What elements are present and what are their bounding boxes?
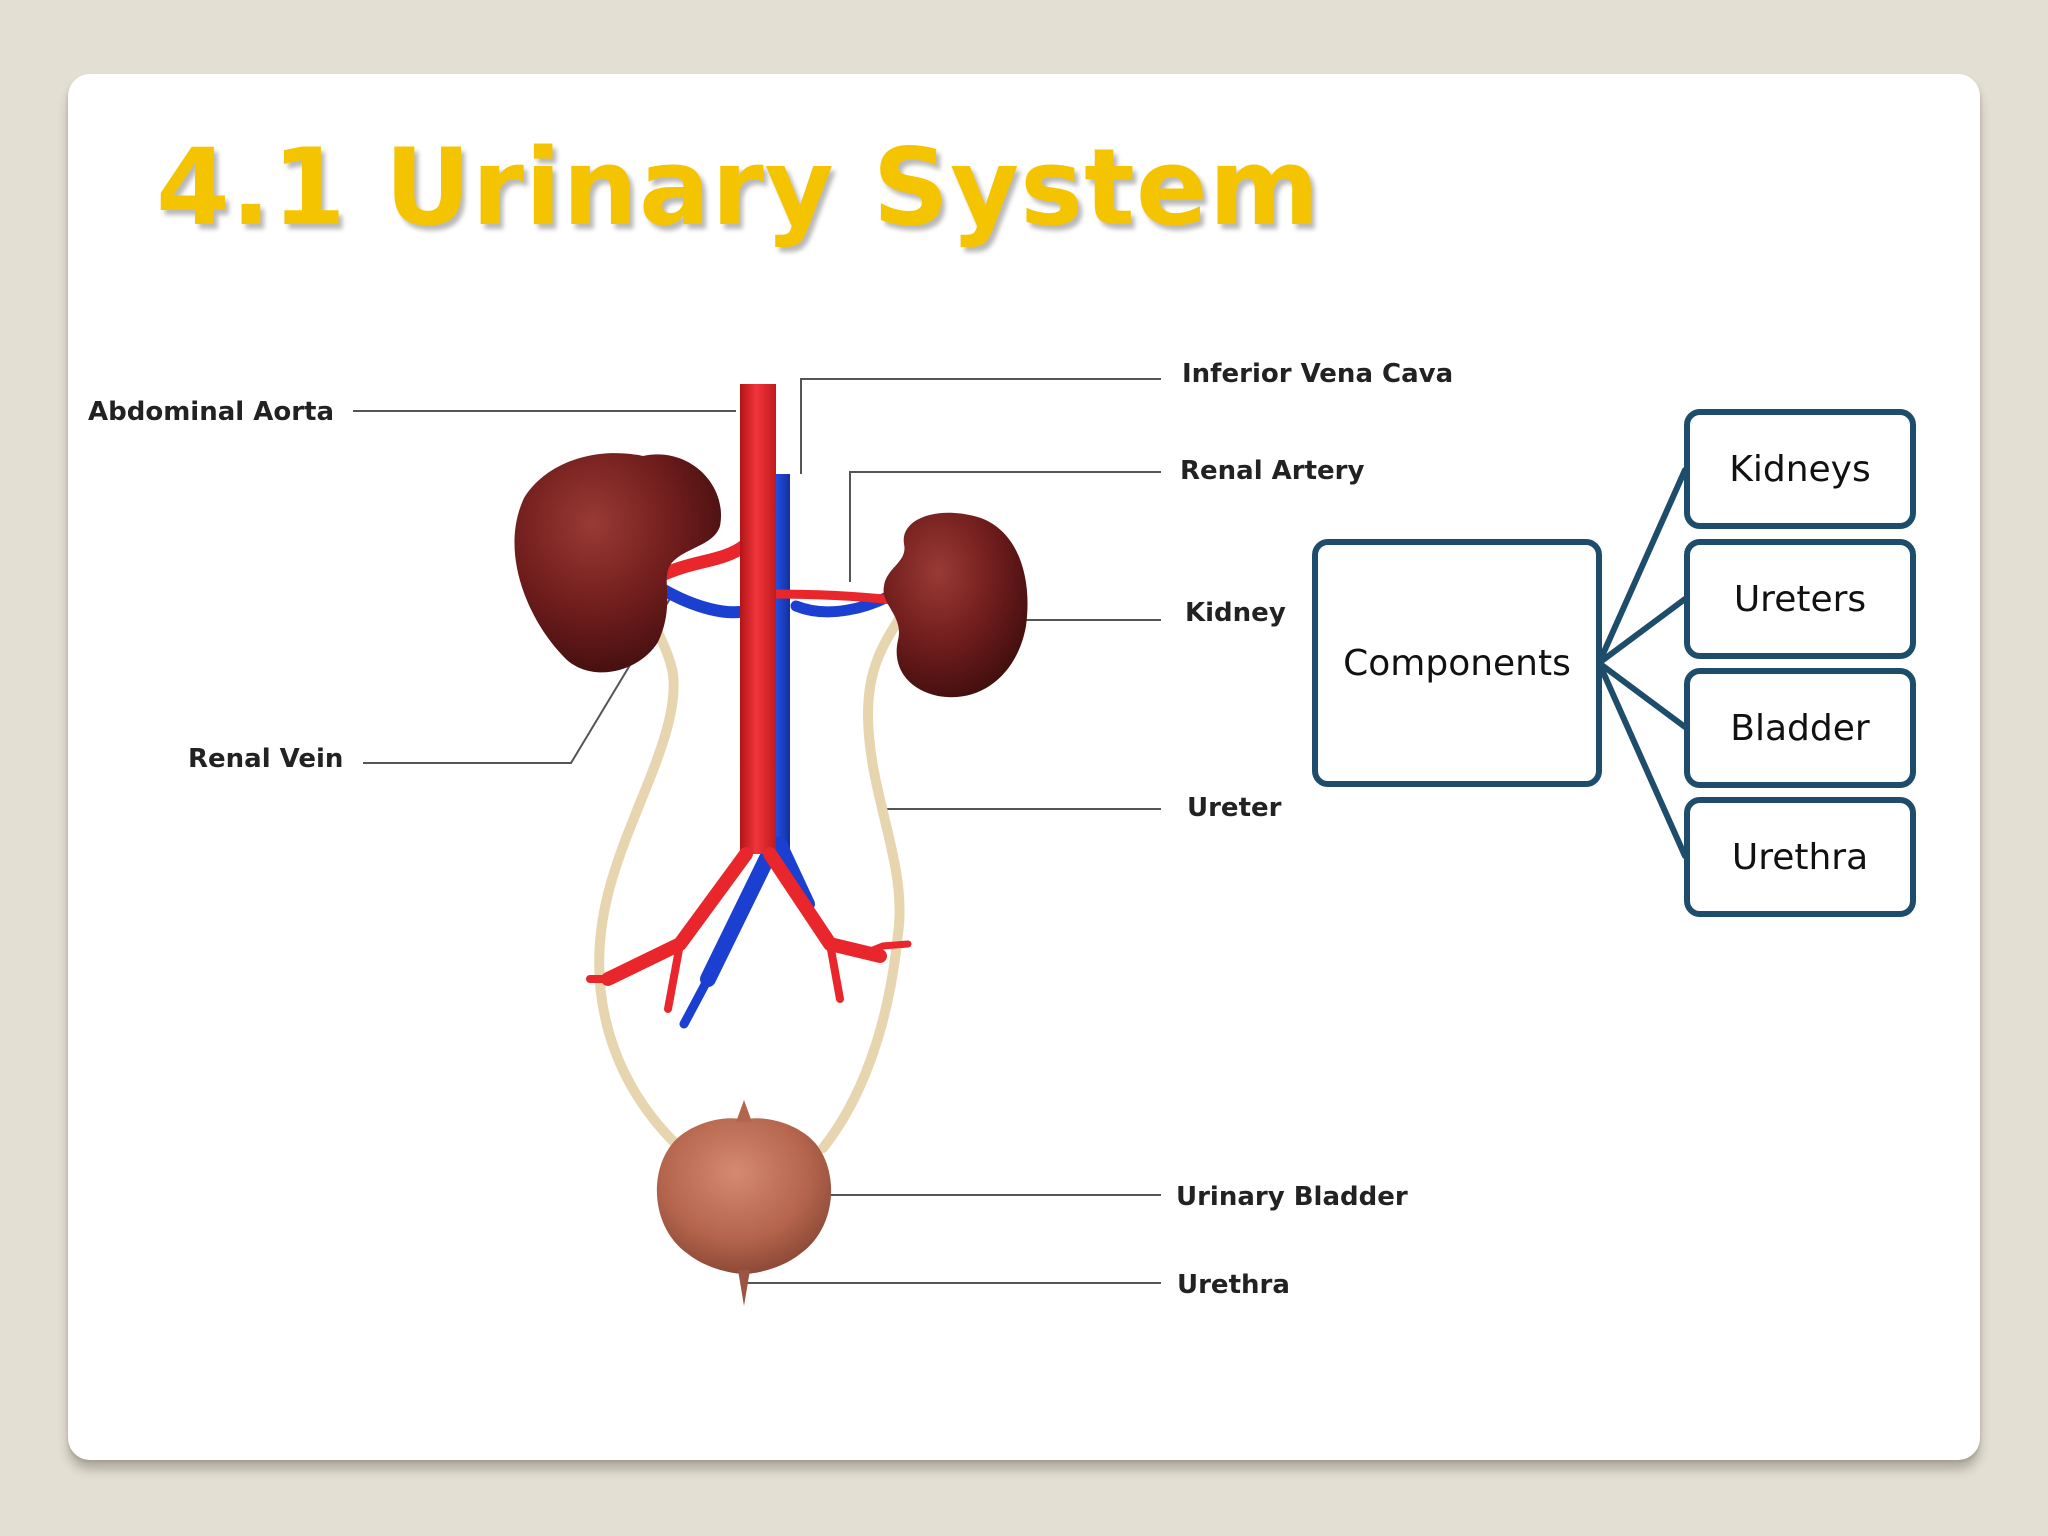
- label-ureter: Ureter: [1187, 793, 1282, 823]
- label-urethra: Urethra: [1177, 1270, 1290, 1300]
- bladder: [656, 1118, 832, 1274]
- urethra-tube: [738, 1270, 750, 1306]
- slide: 4.1 Urinary System: [68, 74, 1980, 1460]
- label-renal-artery: Renal Artery: [1180, 456, 1365, 486]
- component-bladder: Bladder: [1684, 668, 1916, 788]
- right-ureter: [818, 603, 911, 1153]
- components-box: Components: [1312, 539, 1602, 787]
- leader-renal-artery: [849, 471, 1161, 582]
- bladder-apex: [736, 1100, 752, 1122]
- label-urinary-bladder: Urinary Bladder: [1176, 1182, 1408, 1212]
- leader-inferior-vena-cava: [800, 378, 1161, 474]
- component-urethra: Urethra: [1684, 797, 1916, 917]
- component-kidneys: Kidneys: [1684, 409, 1916, 529]
- label-renal-vein: Renal Vein: [188, 744, 343, 774]
- component-connectors: [1596, 467, 1688, 859]
- slide-title: 4.1 Urinary System: [156, 126, 1321, 249]
- aorta: [586, 384, 912, 1013]
- leader-lines: [353, 378, 1161, 1284]
- label-kidney: Kidney: [1185, 598, 1286, 628]
- right-kidney: [883, 512, 1028, 698]
- label-inferior-vena-cava: Inferior Vena Cava: [1182, 359, 1453, 389]
- left-kidney: [514, 453, 722, 673]
- label-abdominal-aorta: Abdominal Aorta: [88, 397, 334, 427]
- vena-cava: [656, 474, 899, 1029]
- component-ureters: Ureters: [1684, 539, 1916, 659]
- urinary-system-illustration: Abdominal Aorta Inferior Vena Cava Renal…: [88, 359, 1688, 1306]
